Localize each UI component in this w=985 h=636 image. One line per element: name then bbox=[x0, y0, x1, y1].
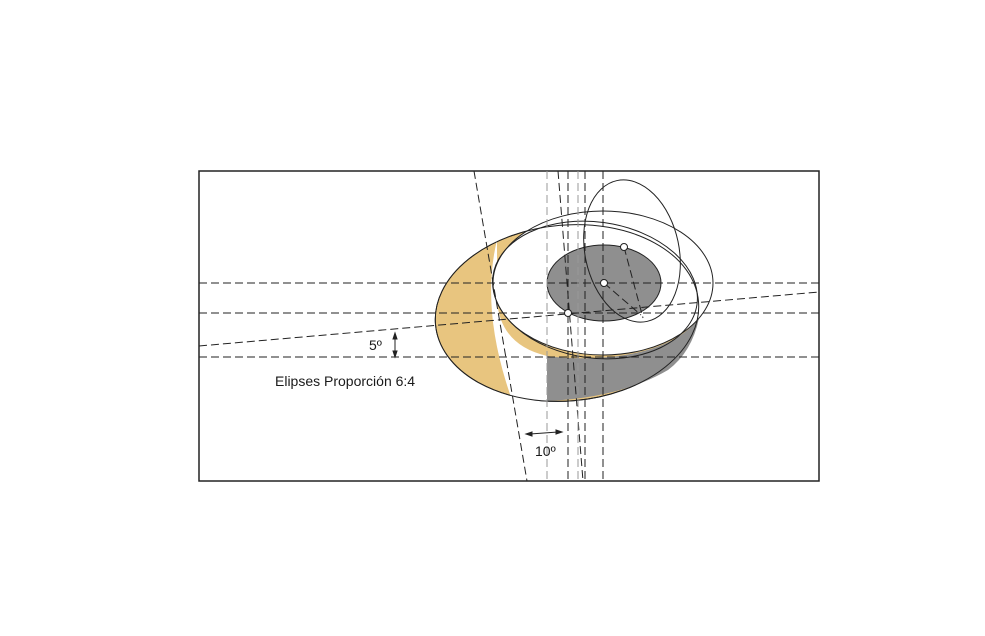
radius-line bbox=[603, 282, 642, 316]
axis-line bbox=[623, 246, 644, 319]
point-center bbox=[600, 279, 608, 287]
arrow-5deg bbox=[392, 331, 398, 359]
angle-label-5: 5º bbox=[369, 337, 382, 353]
angle-label-10: 10º bbox=[535, 443, 556, 459]
point-left bbox=[564, 309, 572, 317]
tall-ellipse bbox=[583, 179, 681, 323]
v-guide-slant bbox=[557, 171, 584, 481]
diagram-title: Elipses Proporción 6:4 bbox=[275, 373, 415, 389]
outer-ellipse-outline bbox=[434, 224, 700, 402]
v-guide-10deg bbox=[473, 171, 528, 481]
arrow-10deg bbox=[524, 429, 564, 437]
white-cut-region bbox=[491, 240, 547, 401]
h-guide-5deg bbox=[199, 291, 819, 347]
point-top bbox=[620, 243, 628, 251]
